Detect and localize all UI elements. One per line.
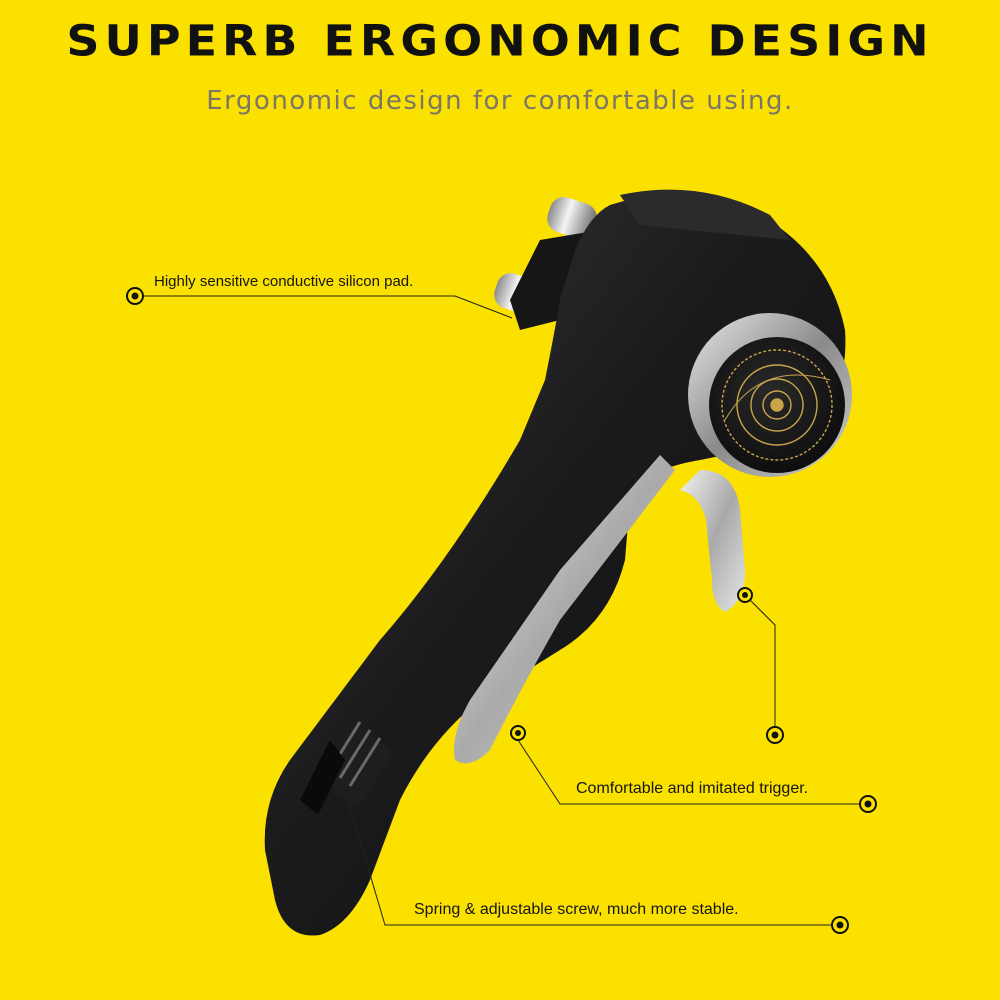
callout-silicon-pad: Highly sensitive conductive silicon pad. <box>154 273 414 290</box>
callout-trigger: Comfortable and imitated trigger. <box>576 780 809 797</box>
page-subtitle: Ergonomic design for comfortable using. <box>206 86 794 116</box>
metal-side-rail <box>454 455 675 764</box>
callout-line-screw <box>344 789 849 934</box>
page-title: SUPERB ERGONOMIC DESIGN <box>66 16 934 66</box>
metal-trigger <box>680 470 746 612</box>
callout-line-grip <box>510 725 877 813</box>
callout-screw: Spring & adjustable screw, much more sta… <box>414 901 739 918</box>
callout-line-trigger <box>737 587 784 744</box>
disc-emblem <box>721 349 833 461</box>
callout-line-silicon-pad <box>126 287 513 319</box>
